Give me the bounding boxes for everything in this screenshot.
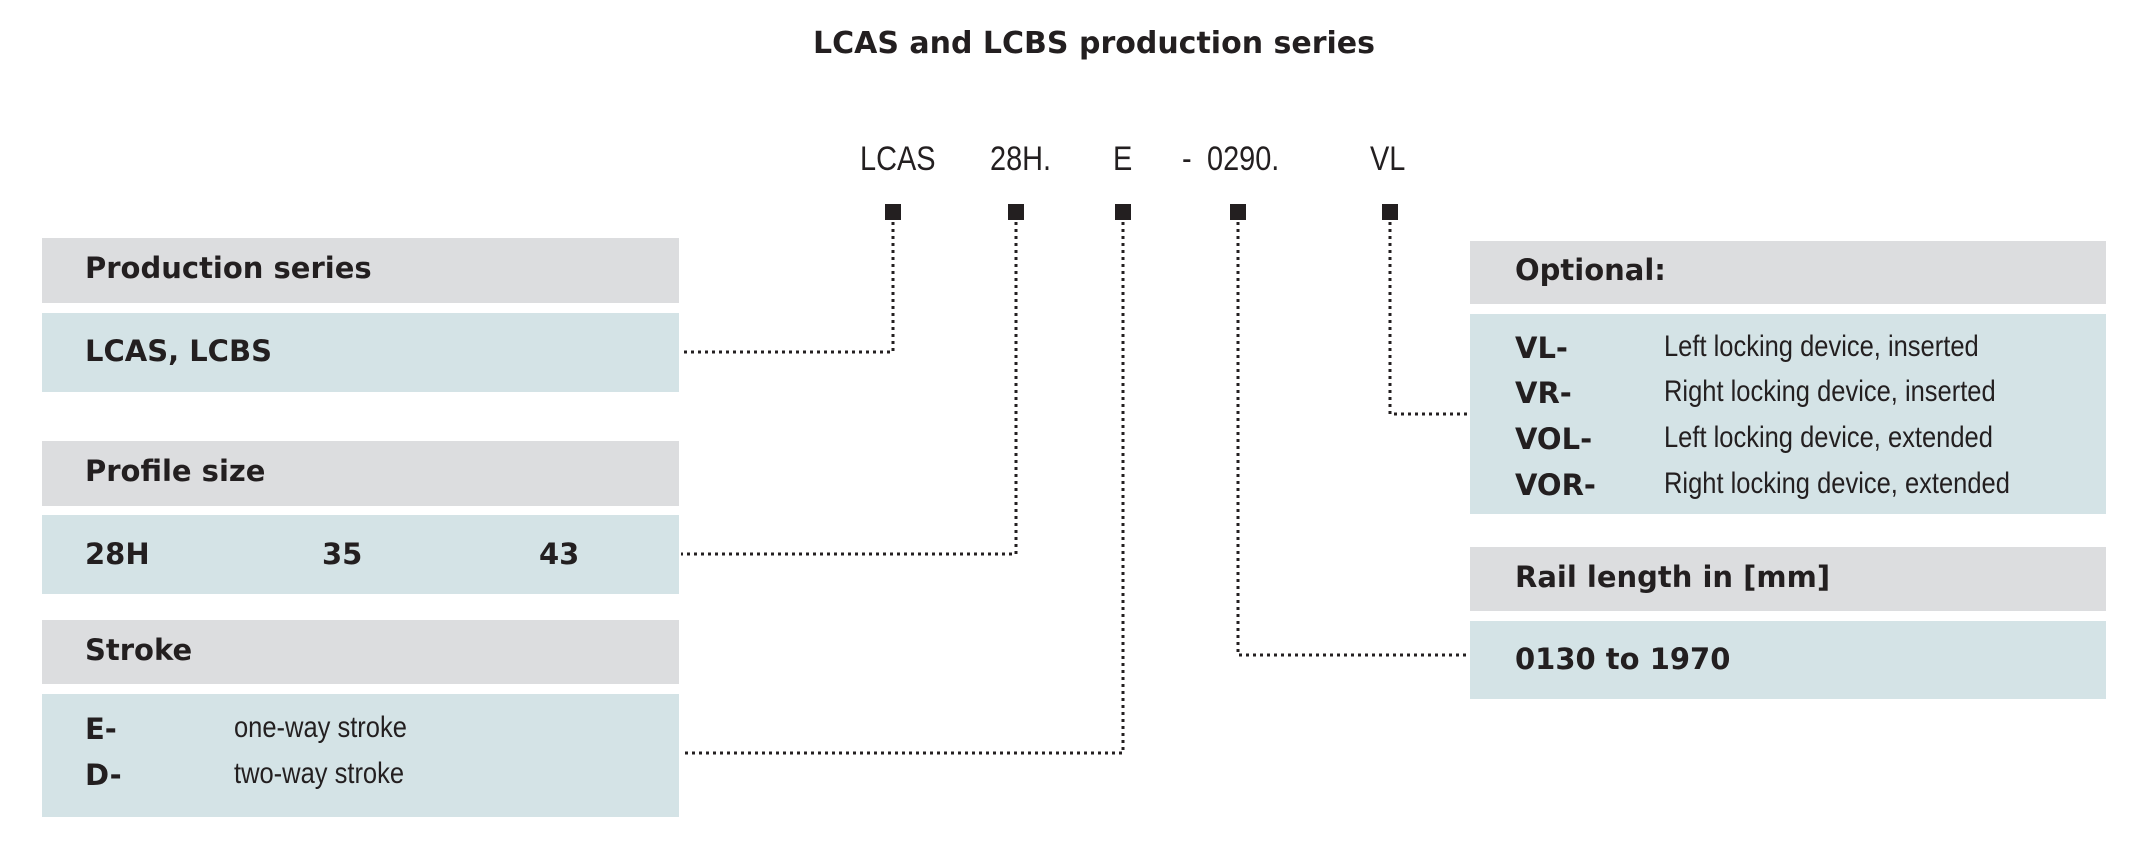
profile-size-box: 28H 35 43 bbox=[42, 515, 679, 594]
optional-desc: Left locking device, extended bbox=[1664, 421, 1993, 454]
rail-length-label: Rail length in [mm] bbox=[1515, 560, 1831, 594]
code-profile: 28H. bbox=[990, 140, 1052, 178]
code-series: LCAS bbox=[860, 140, 936, 178]
optional-header: Optional: bbox=[1470, 241, 2106, 304]
rail-length-box: 0130 to 1970 bbox=[1470, 621, 2106, 699]
profile-size-value: 28H bbox=[85, 537, 150, 571]
rail-length-header: Rail length in [mm] bbox=[1470, 547, 2106, 611]
marker-square bbox=[1115, 204, 1131, 220]
optional-code: VL- bbox=[1515, 331, 1568, 365]
marker-square bbox=[1382, 204, 1398, 220]
production-series-value: LCAS, LCBS bbox=[85, 334, 272, 368]
stroke-box: E- one-way stroke D- two-way stroke bbox=[42, 694, 679, 817]
profile-size-header: Profile size bbox=[42, 441, 679, 506]
connector-stroke bbox=[681, 222, 1125, 755]
optional-code: VOL- bbox=[1515, 422, 1593, 456]
production-series-box: LCAS, LCBS bbox=[42, 313, 679, 392]
code-length: 0290. bbox=[1207, 140, 1280, 178]
optional-desc: Right locking device, inserted bbox=[1664, 375, 1996, 408]
stroke-label: Stroke bbox=[85, 633, 193, 667]
profile-size-label: Profile size bbox=[85, 454, 266, 488]
connector-profile bbox=[681, 222, 1018, 556]
marker-square bbox=[885, 204, 901, 220]
diagram-title: LCAS and LCBS production series bbox=[813, 26, 1375, 61]
connector-optional bbox=[1388, 222, 1468, 416]
optional-desc: Right locking device, extended bbox=[1664, 467, 2010, 500]
optional-code: VR- bbox=[1515, 376, 1572, 410]
stroke-code: D- bbox=[85, 758, 122, 792]
marker-square bbox=[1230, 204, 1246, 220]
optional-label: Optional: bbox=[1515, 253, 1666, 287]
profile-size-value: 35 bbox=[322, 537, 363, 571]
production-series-header: Production series bbox=[42, 238, 679, 303]
code-dash: - bbox=[1182, 140, 1192, 178]
production-series-label: Production series bbox=[85, 251, 372, 285]
stroke-desc: two-way stroke bbox=[234, 757, 405, 790]
stroke-desc: one-way stroke bbox=[234, 711, 407, 744]
optional-desc: Left locking device, inserted bbox=[1664, 330, 1979, 363]
profile-size-value: 43 bbox=[539, 537, 580, 571]
stroke-code: E- bbox=[85, 712, 117, 746]
code-optional: VL bbox=[1370, 140, 1406, 178]
optional-code: VOR- bbox=[1515, 468, 1596, 502]
code-stroke: E bbox=[1113, 140, 1133, 178]
marker-square bbox=[1008, 204, 1024, 220]
rail-length-value: 0130 to 1970 bbox=[1515, 642, 1731, 676]
stroke-header: Stroke bbox=[42, 620, 679, 684]
connector-length bbox=[1236, 222, 1468, 657]
optional-box: VL- Left locking device, inserted VR- Ri… bbox=[1470, 314, 2106, 514]
connector-series bbox=[681, 222, 895, 354]
